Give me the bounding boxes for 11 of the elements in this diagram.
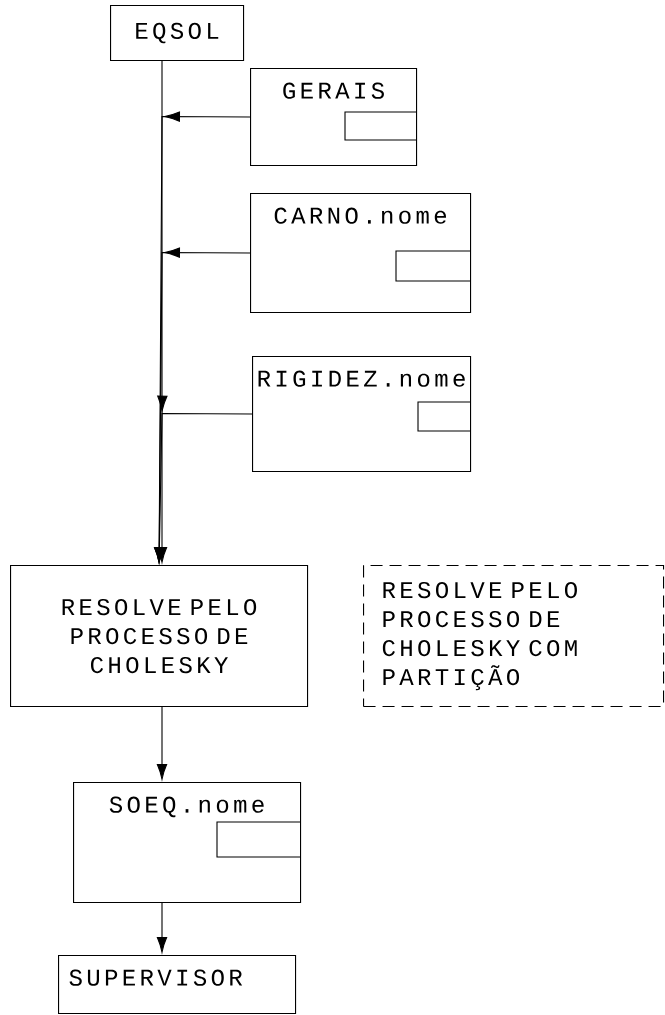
arrow (156, 901, 168, 953)
file-box: GERAIS (250, 68, 418, 167)
process-box: RESOLVE PELO PROCESSO DE CHOLESKY (10, 565, 309, 708)
program-box: EQSOL (110, 5, 245, 62)
program-box: SUPERVISOR (58, 955, 297, 1015)
file-box: CARNO.nome (250, 193, 472, 314)
file-box: RIGIDEZ.nome (252, 356, 472, 473)
process-box: RESOLVE PELO PROCESSO DE CHOLESKY COM PARTIÇÃO (363, 565, 665, 708)
arrow (154, 395, 253, 563)
arrow (156, 705, 168, 780)
file-box: SOEQ.nome (73, 782, 302, 904)
